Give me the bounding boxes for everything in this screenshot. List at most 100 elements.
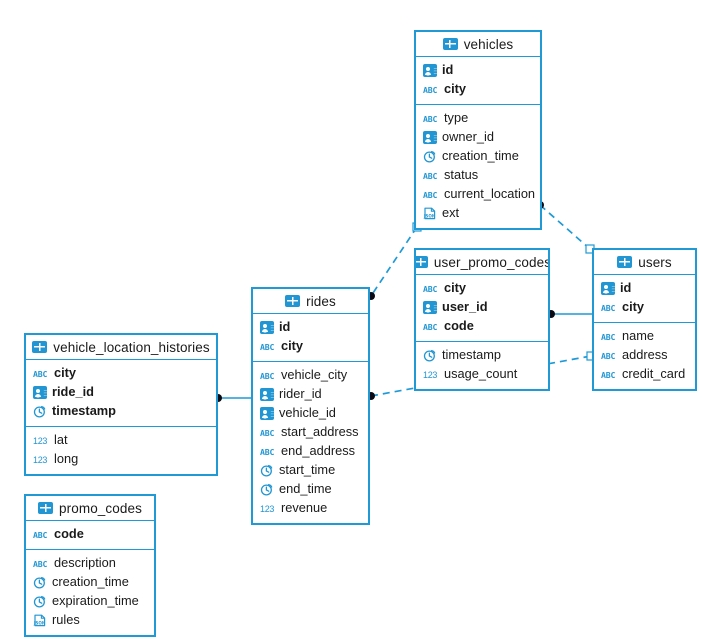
table-icon [416,256,428,268]
123-icon: 123 [423,369,438,380]
column-name: end_time [279,481,332,497]
column-name: lat [54,432,68,448]
column-row[interactable]: creation_time [416,147,540,166]
table-header[interactable]: vehicles [416,32,540,57]
json-icon: JSON [423,207,437,220]
abc-icon: ABC [33,368,48,379]
table-header[interactable]: user_promo_codes [416,250,548,275]
column-row[interactable]: id [594,279,695,298]
relationship-vehicle-location-histories-rides[interactable] [214,394,251,402]
column-row[interactable]: start_time [253,461,368,480]
column-name: rules [52,612,80,628]
column-row[interactable]: id [253,318,368,337]
column-name: address [622,347,668,363]
relationship-vehicles-users[interactable] [536,201,595,254]
column-row[interactable]: id [416,61,540,80]
abc-icon: ABC [601,350,616,361]
column-row[interactable]: ABC city [594,298,695,317]
123-icon: 123 [33,435,48,446]
relationship-user-promo-codes-users[interactable] [547,310,592,318]
key-icon [260,407,274,420]
column-row[interactable]: vehicle_id [253,404,368,423]
abc-icon: ABC [601,302,616,313]
key-icon [423,301,437,314]
column-name: ext [442,205,460,221]
column-row[interactable]: ride_id [26,383,216,402]
column-row[interactable]: rider_id [253,385,368,404]
clock-icon [33,405,47,418]
column-row[interactable]: 123 lat [26,431,216,450]
column-row[interactable]: ABC end_address [253,442,368,461]
table-header[interactable]: vehicle_location_histories [26,335,216,360]
column-name: end_address [281,443,355,459]
column-row[interactable]: timestamp [416,346,548,365]
key-icon [260,321,274,334]
key-icon [423,131,437,144]
column-row[interactable]: creation_time [26,573,154,592]
column-name: timestamp [442,347,502,363]
clock-icon [33,576,47,589]
relationship-vehicles-rides[interactable] [367,222,422,300]
table-header[interactable]: users [594,250,695,275]
column-name: city [281,338,304,354]
column-row[interactable]: ABC address [594,346,695,365]
123-icon: 123 [260,503,275,514]
abc-icon: ABC [423,170,438,181]
table-header[interactable]: rides [253,289,368,314]
column-name: code [444,318,474,334]
column-row[interactable]: ABC status [416,166,540,185]
column-name: id [442,62,454,78]
table-title: vehicles [463,36,514,52]
column-name: id [620,280,632,296]
column-row[interactable]: end_time [253,480,368,499]
column-name: current_location [444,186,536,202]
column-name: city [622,299,645,315]
column-row[interactable]: user_id [416,298,548,317]
table-icon [617,256,633,268]
column-row[interactable]: timestamp [26,402,216,421]
abc-icon: ABC [601,331,616,342]
table-icon [32,341,48,353]
column-name: status [444,167,479,183]
column-row[interactable]: JSON ext [416,204,540,223]
column-name: description [54,555,116,571]
table-title: user_promo_codes [433,254,550,270]
column-row[interactable]: expiration_time [26,592,154,611]
table-header[interactable]: promo_codes [26,496,154,521]
column-name: city [444,280,467,296]
abc-icon: ABC [260,446,275,457]
abc-icon: ABC [260,370,275,381]
column-name: id [279,319,291,335]
abc-icon: ABC [423,321,438,332]
column-row[interactable]: owner_id [416,128,540,147]
column-row[interactable]: ABC code [416,317,548,336]
